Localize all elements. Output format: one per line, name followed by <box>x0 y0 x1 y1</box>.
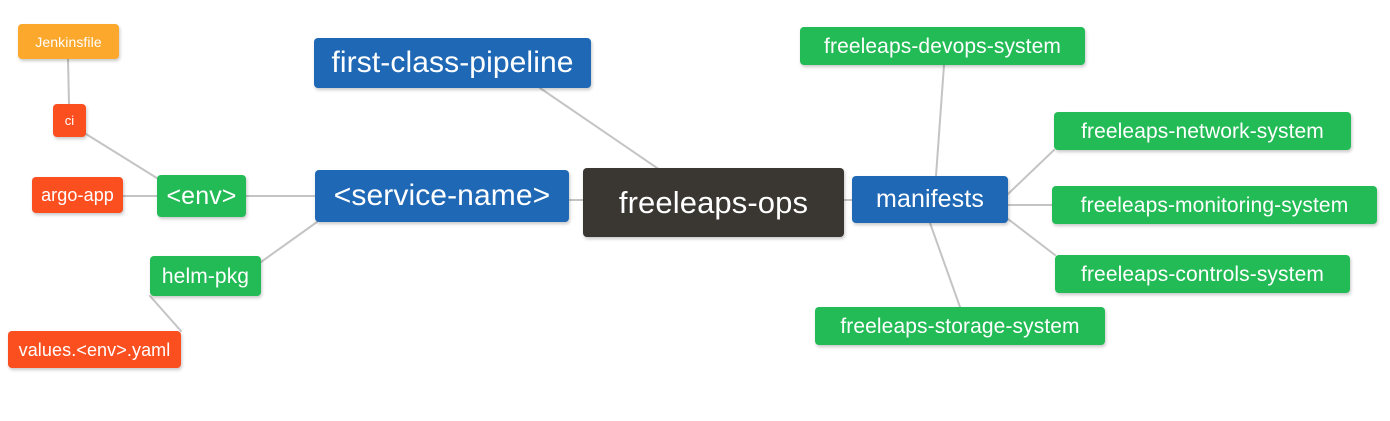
node-env[interactable]: <env> <box>157 175 246 217</box>
node-label: first-class-pipeline <box>331 46 574 79</box>
node-ci[interactable]: ci <box>53 104 86 137</box>
node-freeleaps-network-system[interactable]: freeleaps-network-system <box>1054 112 1351 150</box>
node-jenkinsfile[interactable]: Jenkinsfile <box>18 24 119 59</box>
node-first-class-pipeline[interactable]: first-class-pipeline <box>314 38 591 88</box>
node-label: argo-app <box>41 185 114 205</box>
edge-helm-pkg-to-service-name <box>260 221 318 263</box>
node-freeleaps-ops[interactable]: freeleaps-ops <box>583 168 844 237</box>
node-helm-pkg[interactable]: helm-pkg <box>150 256 261 296</box>
node-label: <env> <box>166 181 237 210</box>
node-values-env-yaml[interactable]: values.<env>.yaml <box>8 331 181 368</box>
node-argo-app[interactable]: argo-app <box>32 177 123 213</box>
node-label: freeleaps-devops-system <box>824 34 1061 58</box>
node-label: freeleaps-monitoring-system <box>1080 193 1349 217</box>
edge-ci-to-env <box>85 133 161 181</box>
node-freeleaps-controls-system[interactable]: freeleaps-controls-system <box>1055 255 1350 293</box>
node-label: Jenkinsfile <box>35 33 102 50</box>
node-freeleaps-storage-system[interactable]: freeleaps-storage-system <box>815 307 1105 345</box>
edge-manifests-to-freeleaps-devops-system <box>935 64 945 177</box>
node-label: freeleaps-controls-system <box>1081 262 1324 286</box>
node-manifests[interactable]: manifests <box>852 176 1008 223</box>
node-label: freeleaps-network-system <box>1081 119 1324 143</box>
edge-manifests-to-freeleaps-network-system <box>1007 149 1055 195</box>
node-label: ci <box>64 113 75 128</box>
node-label: freeleaps-storage-system <box>840 314 1080 338</box>
edge-manifests-to-freeleaps-controls-system <box>1007 218 1056 256</box>
edge-manifests-to-freeleaps-storage-system <box>929 222 961 308</box>
node-label: manifests <box>876 185 984 213</box>
node-label: freeleaps-ops <box>618 185 809 220</box>
edge-jenkinsfile-to-ci <box>67 58 70 105</box>
edge-values-env-yaml-to-helm-pkg <box>149 295 182 332</box>
node-service-name[interactable]: <service-name> <box>315 170 569 222</box>
node-label: values.<env>.yaml <box>18 339 171 360</box>
edge-first-class-pipeline-to-freeleaps-ops <box>539 87 661 171</box>
node-freeleaps-monitoring-system[interactable]: freeleaps-monitoring-system <box>1052 186 1377 224</box>
node-label: helm-pkg <box>161 264 250 288</box>
node-freeleaps-devops-system[interactable]: freeleaps-devops-system <box>800 27 1085 65</box>
node-label: <service-name> <box>333 179 551 212</box>
